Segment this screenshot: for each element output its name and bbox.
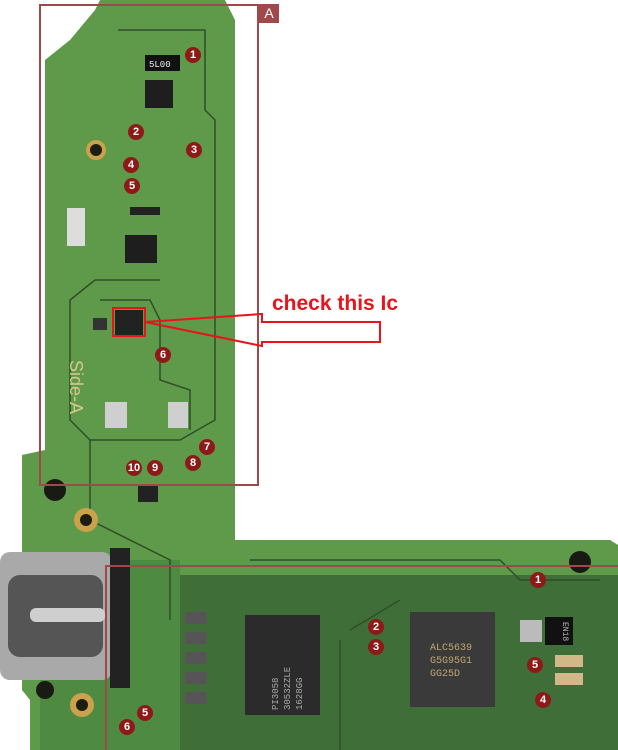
marker: 4 <box>535 692 551 708</box>
region-a-box <box>39 4 259 486</box>
marker: 8 <box>185 455 201 471</box>
region-a-label: A <box>259 4 279 23</box>
pcb-dense-area <box>170 575 618 750</box>
mounting-hole-center <box>90 144 102 156</box>
switch-chip <box>245 615 320 715</box>
pad <box>105 402 127 428</box>
small-chips <box>185 612 207 704</box>
target-ic <box>115 310 143 335</box>
marker: 4 <box>123 157 139 173</box>
switch-marking: 30532ZLE <box>283 667 293 710</box>
marker: 1 <box>185 47 201 63</box>
marker: 3 <box>186 142 202 158</box>
marker: 1 <box>530 572 546 588</box>
capacitor <box>555 655 583 667</box>
mounting-hole-center <box>76 699 88 711</box>
pad <box>168 402 188 428</box>
inductor-marking: EN18 <box>560 622 569 641</box>
chip <box>125 235 157 263</box>
capacitor <box>520 620 542 642</box>
switch-marking: 1628GG <box>295 678 305 710</box>
mounting-hole <box>569 551 591 573</box>
resistor-5l00 <box>145 55 180 71</box>
codec-marking: G5G95G1 <box>430 656 472 667</box>
marker: 5 <box>527 657 543 673</box>
codec-marking: GG25D <box>430 669 460 680</box>
chip-marking: 5L00 <box>149 60 171 70</box>
silkscreen-text: Side-A <box>66 360 86 414</box>
chip <box>93 318 107 330</box>
chip <box>138 484 158 502</box>
marker: 6 <box>119 719 135 735</box>
chip <box>145 80 173 108</box>
marker: 7 <box>199 439 215 455</box>
capacitor <box>555 673 583 685</box>
callout-text: check this Ic <box>272 292 399 315</box>
mounting-hole <box>44 479 66 501</box>
marker: 2 <box>368 619 384 635</box>
mounting-hole <box>36 681 54 699</box>
usb-c-pins <box>110 548 130 688</box>
marker: 6 <box>155 347 171 363</box>
sensor <box>67 208 85 246</box>
marker: 5 <box>137 705 153 721</box>
usb-c-tongue <box>30 608 105 622</box>
codec-marking: ALC5639 <box>430 643 472 654</box>
mounting-hole-center <box>80 514 92 526</box>
marker: 3 <box>368 639 384 655</box>
callout-arrow <box>144 312 381 348</box>
marker: 10 <box>126 460 142 476</box>
marker: 2 <box>128 124 144 140</box>
marker: 5 <box>124 178 140 194</box>
inductor <box>545 617 573 645</box>
codec-chip <box>410 612 495 707</box>
region-b-box <box>105 565 618 750</box>
marker: 9 <box>147 460 163 476</box>
connector <box>130 207 160 215</box>
switch-marking: PI3058 <box>271 678 281 710</box>
